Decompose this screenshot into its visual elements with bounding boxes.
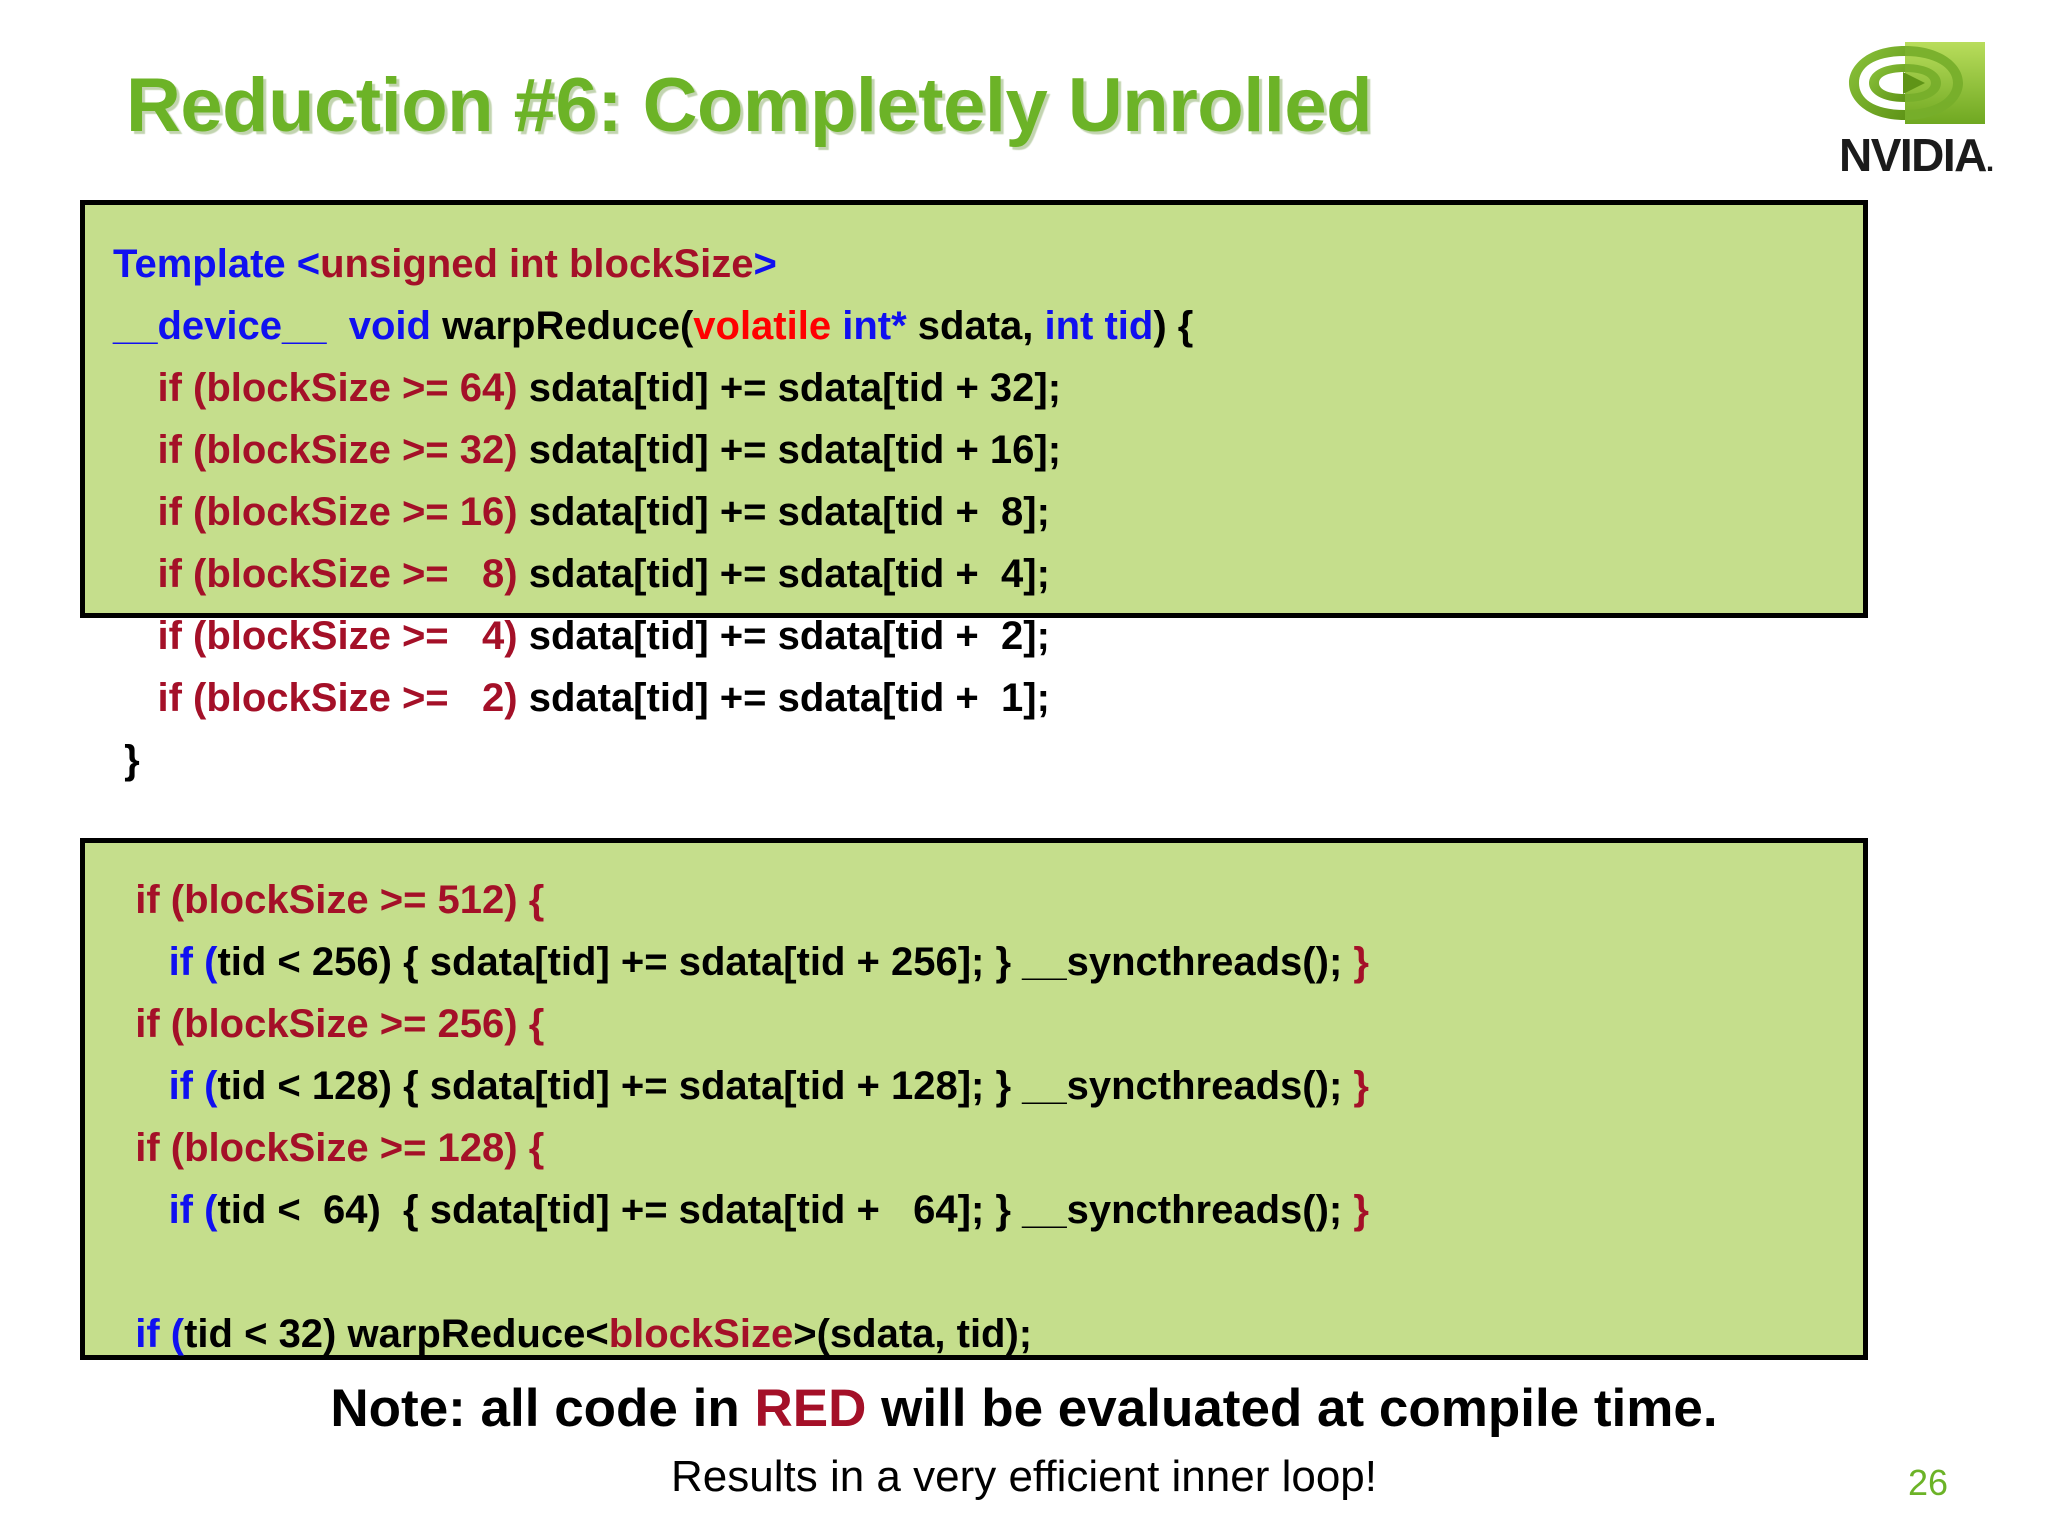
code-line: if (tid < 64) { sdata[tid] += sdata[tid … xyxy=(113,1179,1863,1241)
note-text: Note: all code in RED will be evaluated … xyxy=(0,1378,2048,1439)
code-span-black: sdata[tid] += sdata[tid + 32]; xyxy=(517,366,1062,410)
code-line: if (blockSize >= 256) { xyxy=(113,993,1863,1055)
code-span-blue: ( xyxy=(170,1312,185,1356)
code-line: if (blockSize >= 16) sdata[tid] += sdata… xyxy=(113,481,1863,543)
code-span-black: sdata[tid] += sdata[tid + 16]; xyxy=(517,428,1062,472)
code-span-red: unsigned int blockSize xyxy=(320,242,754,286)
code-line: if (blockSize >= 32) sdata[tid] += sdata… xyxy=(113,419,1863,481)
code-block-warp-reduce: Template <unsigned int blockSize>__devic… xyxy=(80,200,1868,782)
code-span-black: } xyxy=(113,738,140,782)
code-lines-1: Template <unsigned int blockSize>__devic… xyxy=(85,205,1863,791)
code-span-red: if (blockSize >= 256) { xyxy=(113,1002,545,1046)
code-span-blue: int tid xyxy=(1044,304,1154,348)
code-line: __device__ void warpReduce(volatile int*… xyxy=(113,295,1863,357)
code-span-blue: __device__ void xyxy=(113,304,443,348)
code-span-black: sdata[tid] += sdata[tid + 2]; xyxy=(517,614,1050,658)
code-span-blue: if xyxy=(113,1064,205,1108)
nvidia-wordmark-text: NVIDIA xyxy=(1839,129,1987,181)
code-span-blue: < xyxy=(296,242,321,286)
code-span-black: sdata[tid] += sdata[tid + 1]; xyxy=(517,676,1050,720)
code-span-black: tid < 128) { sdata[tid] += sdata[tid + 1… xyxy=(217,1064,1354,1108)
code-span-blue: Template xyxy=(113,242,297,286)
results-text: Results in a very efficient inner loop! xyxy=(671,1452,1377,1501)
code-span-blue: if xyxy=(113,1312,171,1356)
code-line: if (blockSize >= 64) sdata[tid] += sdata… xyxy=(113,357,1863,419)
code-span-red: } xyxy=(1353,1188,1369,1232)
code-line: if (blockSize >= 512) { xyxy=(113,869,1863,931)
code-block-unrolled-reduction: if (blockSize >= 512) { if (tid < 256) {… xyxy=(80,838,1868,1360)
code-span-red: } xyxy=(1353,940,1369,984)
code-span-blue: int* xyxy=(842,304,907,348)
code-span-blue: > xyxy=(753,242,777,286)
code-span-black: sdata[tid] += sdata[tid + 8]; xyxy=(517,490,1050,534)
code-span-black: tid < 32) warpReduce< xyxy=(184,1312,609,1356)
page-title: Reduction #6: Completely Unrolled xyxy=(126,63,1373,148)
code-span-red: if (blockSize >= 4) xyxy=(113,614,518,658)
nvidia-wordmark: NVIDIA. xyxy=(1839,128,1994,182)
code-line: if (tid < 256) { sdata[tid] += sdata[tid… xyxy=(113,931,1863,993)
code-span-black xyxy=(113,1250,124,1294)
code-line: if (blockSize >= 2) sdata[tid] += sdata[… xyxy=(113,667,1863,729)
code-line: } xyxy=(113,729,1863,791)
code-span-red: if (blockSize >= 2) xyxy=(113,676,518,720)
code-span-black: sdata, xyxy=(906,304,1045,348)
code-span-red: blockSize xyxy=(608,1312,794,1356)
page-number: 26 xyxy=(1908,1462,1949,1503)
code-lines-2: if (blockSize >= 512) { if (tid < 256) {… xyxy=(85,843,1863,1365)
code-span-red: } xyxy=(1353,1064,1369,1108)
code-line: if (blockSize >= 8) sdata[tid] += sdata[… xyxy=(113,543,1863,605)
code-span-black: tid < 256) { sdata[tid] += sdata[tid + 2… xyxy=(217,940,1354,984)
code-line xyxy=(113,1241,1863,1303)
code-span-black: ) { xyxy=(1153,304,1194,348)
code-span-blue: ( xyxy=(204,1188,218,1232)
code-span-red: if (blockSize >= 16) xyxy=(113,490,518,534)
code-span-red: if (blockSize >= 512) { xyxy=(113,878,545,922)
code-line: if (tid < 32) warpReduce<blockSize>(sdat… xyxy=(113,1303,1863,1365)
note-highlight-red: RED xyxy=(754,1379,867,1438)
code-span-red: if (blockSize >= 128) { xyxy=(113,1126,545,1170)
code-span-black: tid < 64) { sdata[tid] += sdata[tid + 64… xyxy=(217,1188,1354,1232)
code-span-black: >(sdata, tid); xyxy=(793,1312,1033,1356)
code-span-blue: ( xyxy=(204,1064,218,1108)
code-span-black: warpReduce( xyxy=(442,304,694,348)
code-span-red: if (blockSize >= 32) xyxy=(113,428,518,472)
code-span-blue: ( xyxy=(204,940,218,984)
nvidia-eye-icon xyxy=(1849,42,1985,124)
code-span-red: if (blockSize >= 8) xyxy=(113,552,518,596)
code-span-black: sdata[tid] += sdata[tid + 4]; xyxy=(517,552,1050,596)
code-span-bright: volatile xyxy=(693,304,843,348)
nvidia-trademark: . xyxy=(1985,145,1994,178)
code-line: if (blockSize >= 128) { xyxy=(113,1117,1863,1179)
code-line: if (blockSize >= 4) sdata[tid] += sdata[… xyxy=(113,605,1863,667)
code-line: if (tid < 128) { sdata[tid] += sdata[tid… xyxy=(113,1055,1863,1117)
note-prefix: Note: all code in xyxy=(330,1379,755,1438)
note-suffix: will be evaluated at compile time. xyxy=(866,1379,1718,1438)
nvidia-logo: NVIDIA. xyxy=(1839,28,2020,181)
code-span-blue: if xyxy=(113,940,205,984)
code-span-red: if (blockSize >= 64) xyxy=(113,366,518,410)
code-line: Template <unsigned int blockSize> xyxy=(113,233,1863,295)
code-span-blue: if xyxy=(113,1188,205,1232)
